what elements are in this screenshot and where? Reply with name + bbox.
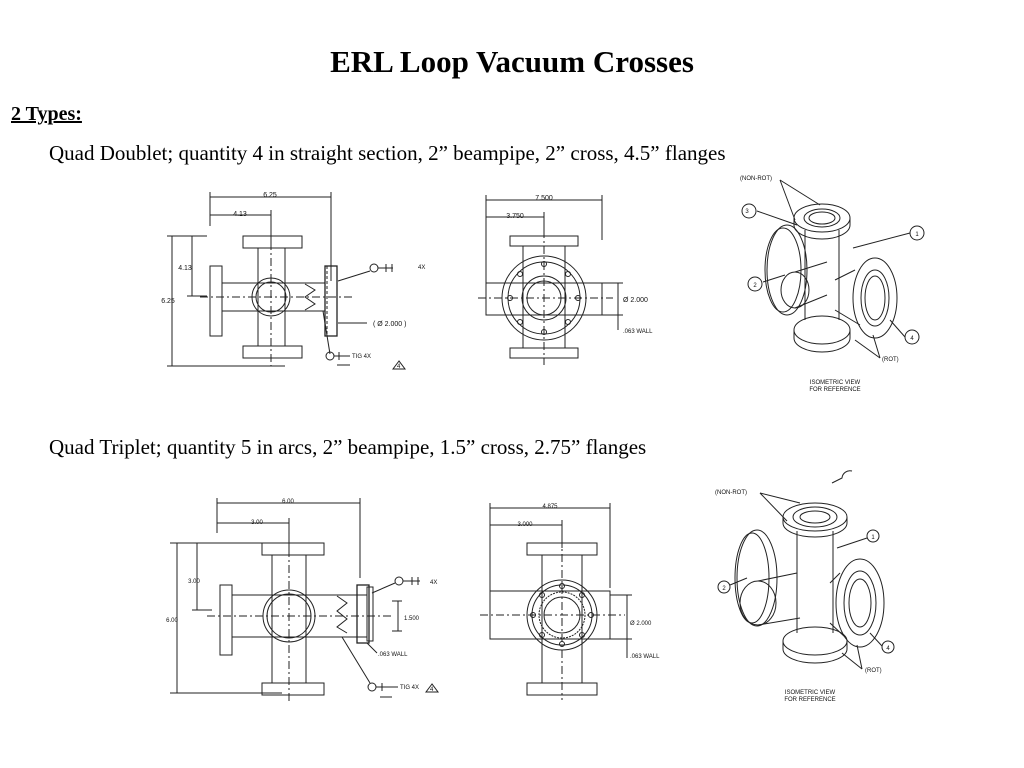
caption-line-1: ISOMETRIC VIEW (810, 380, 861, 386)
label-rot: (ROT) (882, 357, 899, 363)
caption-line-2: FOR REFERENCE (784, 697, 835, 703)
note-wall: .063 WALL (378, 652, 408, 658)
callout-1: 1 (915, 232, 919, 238)
note-tig: TIG 4X (352, 354, 371, 360)
doublet-side-view-drawing: 6.25 4.13 4.13 6.25 4X ( Ø 2.000 ) TIG 4… (161, 192, 425, 370)
caption-line-2: FOR REFERENCE (809, 387, 860, 393)
callout-2: 2 (753, 283, 757, 289)
dim-half: 3.00 (251, 520, 263, 526)
doublet-isometric-drawing: (NON-ROT) 3 1 2 4 (ROT) ISOMETRIC VIEW F… (740, 176, 925, 393)
note-diameter: Ø 2.000 (630, 621, 652, 627)
doublet-description: Quad Doublet; quantity 4 in straight sec… (49, 141, 726, 165)
note-4x: 4X (418, 265, 425, 271)
label-nonrot: (NON-ROT) (715, 490, 747, 496)
triplet-side-view-drawing: 6.00 3.00 3.00 6.00 4X 1.500 .063 WALL T… (166, 498, 439, 703)
note-wall: .063 WALL (623, 329, 653, 335)
doublet-front-view-drawing: 7.500 3.750 Ø 2.000 .063 WALL (478, 195, 653, 365)
slide-title: ERL Loop Vacuum Crosses (330, 44, 694, 79)
callout-3: 3 (745, 209, 749, 215)
triplet-front-view-drawing: 4.875 3.000 Ø 2.000 .063 WALL (480, 503, 660, 700)
note-diameter: Ø 2.000 (623, 297, 648, 304)
caption-line-1: ISOMETRIC VIEW (785, 690, 836, 696)
note-4x: 4X (430, 580, 437, 586)
note-triangle: 4 (397, 364, 401, 370)
note-tig: TIG 4X (400, 685, 419, 691)
triplet-isometric-drawing: (NON-ROT) 1 2 4 (ROT) ISOMETRIC VIEW FOR… (715, 470, 895, 703)
note-triangle: 4 (430, 687, 434, 693)
callout-2: 2 (722, 586, 726, 592)
dim-half: 4.13 (233, 211, 247, 218)
dim-overall: 6.25 (263, 192, 277, 199)
dim-half: 3.750 (506, 213, 524, 220)
note-diameter: ( Ø 2.000 ) (373, 321, 406, 328)
label-nonrot: (NON-ROT) (740, 176, 772, 182)
dim-half: 3.000 (517, 522, 533, 528)
callout-1: 1 (871, 535, 875, 541)
dim-left-height: 3.00 (188, 579, 200, 585)
dim-left-total: 6.00 (166, 618, 178, 624)
callout-4: 4 (910, 336, 914, 342)
types-heading: 2 Types: (11, 103, 82, 125)
triplet-description: Quad Triplet; quantity 5 in arcs, 2” bea… (49, 435, 647, 459)
dim-overall: 6.00 (282, 499, 294, 505)
callout-4: 4 (886, 646, 890, 652)
label-rot: (ROT) (865, 668, 882, 674)
dim-overall: 4.875 (542, 504, 558, 510)
dim-overall: 7.500 (535, 195, 553, 202)
dim-left-total: 6.25 (161, 298, 175, 305)
note-wall: .063 WALL (630, 654, 660, 660)
note-1500: 1.500 (404, 616, 420, 622)
dim-left-height: 4.13 (178, 265, 192, 272)
